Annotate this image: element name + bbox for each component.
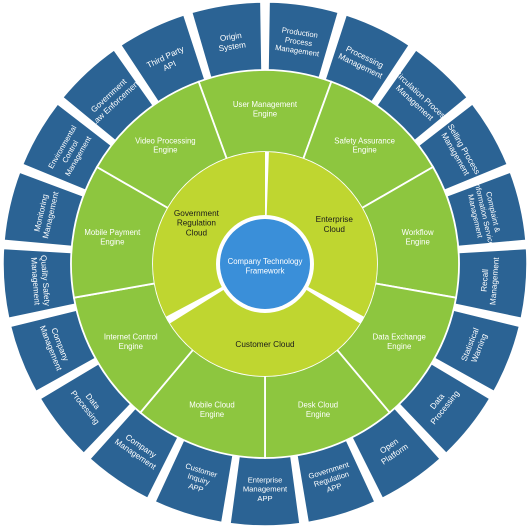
system-segment[interactable]: OpenPlatform (348, 402, 442, 500)
system-segment[interactable]: OriginSystem (190, 1, 263, 85)
engine-label-line: Engine (387, 342, 411, 351)
system-label-line: Enterprise (248, 476, 283, 485)
system-label-line: APP (257, 494, 272, 503)
system-label-line: Management (243, 485, 288, 494)
engine-label-line: Engine (306, 410, 330, 419)
system-label: ProductionProcessManagement (275, 25, 324, 59)
cloud-segment-shape (152, 152, 265, 317)
cloud-segment-shape (170, 288, 360, 376)
system-label-line: Management (29, 257, 42, 306)
system-segment[interactable]: RecallManagement (448, 247, 528, 320)
engine-label-line: Internet Control (104, 333, 158, 342)
system-label-line: APP (325, 481, 342, 494)
engine-label-line: Workflow (402, 228, 434, 237)
system-segment[interactable]: EnvironmentalControlManagement (21, 102, 118, 194)
cloud-label-line: Cloud (324, 225, 346, 234)
center-label-line: Framework (246, 266, 285, 275)
engine-label-line: Engine (153, 146, 177, 155)
engine-label-line: Mobile Payment (84, 228, 141, 237)
system-segment[interactable]: CompanyManagement (9, 307, 102, 393)
system-segment[interactable]: ProductionProcessManagement (267, 1, 340, 85)
engine-label-line: Engine (352, 146, 376, 155)
cloud-segment[interactable]: Customer Cloud (170, 288, 360, 376)
engine-label-line: Safety Assurance (334, 136, 395, 145)
cloud-label-line: Regulation (177, 219, 217, 228)
cloud-segment-shape (266, 152, 377, 317)
system-segment[interactable]: Third PartyAPI (119, 13, 208, 109)
cloud-label: Customer Cloud (235, 340, 295, 349)
center-label-line: Company Technology (228, 257, 303, 266)
system-label: RecallManagement (479, 256, 501, 306)
cloud-label-line: Enterprise (316, 215, 354, 224)
system-label-line: Quality Safety (39, 255, 52, 307)
system-label-line: System (218, 40, 247, 53)
system-segment[interactable]: Quality SafetyManagement (2, 247, 82, 320)
system-label-line: APP (187, 481, 204, 494)
engine-label-line: Engine (119, 342, 143, 351)
cloud-label-line: Cloud (186, 229, 208, 238)
engine-label-line: Desk Cloud (298, 401, 338, 410)
system-label-line: Management (488, 256, 501, 305)
system-label-line: Process (284, 35, 313, 48)
engine-label-line: Engine (253, 109, 277, 118)
engine-label-line: Engine (200, 410, 224, 419)
engine-label-line: Video Processing (135, 136, 196, 145)
system-segment[interactable]: GovernmentRegulationAPP (295, 433, 376, 524)
system-segment[interactable]: ProcessingManagement (322, 13, 411, 109)
engine-label-line: User Management (233, 100, 298, 109)
cloud-label-line: Government (174, 209, 220, 218)
system-label: Quality SafetyManagement (29, 255, 52, 308)
system-segment[interactable]: CompanyManagement (88, 402, 182, 500)
system-segment[interactable]: Complaint &Information ServiceManagement (440, 171, 527, 249)
system-label: OriginSystem (217, 31, 247, 54)
engine-label-line: Engine (100, 237, 124, 246)
engine-label-line: Data Exchange (373, 333, 426, 342)
cloud-label-line: Customer Cloud (235, 340, 295, 349)
engine-label-line: Engine (406, 237, 430, 246)
system-label-line: Origin (219, 31, 242, 43)
engine-label-line: Mobile Cloud (189, 401, 235, 410)
system-label-line: Recall (479, 269, 490, 293)
system-segment[interactable]: MonitoringManagement (3, 171, 90, 248)
center-circle (220, 219, 310, 309)
